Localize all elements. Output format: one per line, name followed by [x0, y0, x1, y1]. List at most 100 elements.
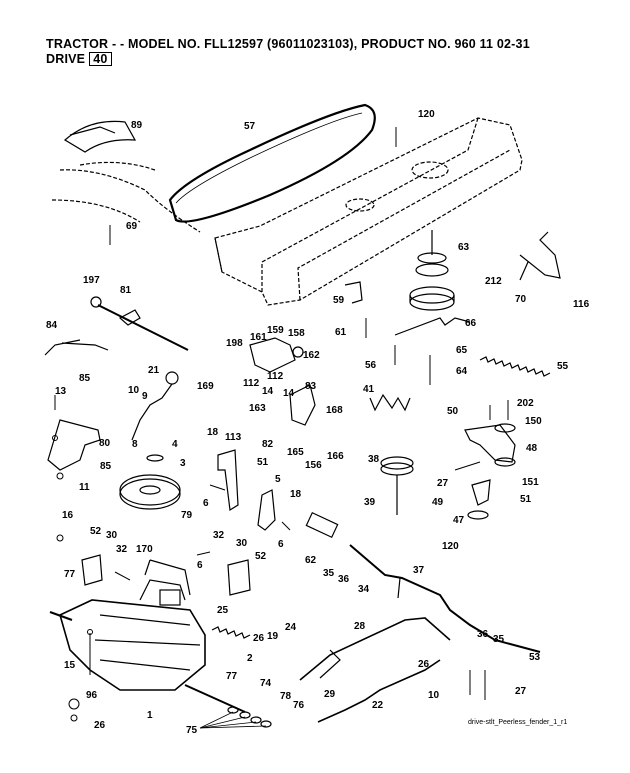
part-label: 52 — [255, 551, 267, 562]
bracket — [519, 231, 561, 281]
part-label: 3 — [180, 458, 186, 469]
bracket-5 — [257, 489, 276, 531]
part-label: 27 — [515, 686, 527, 697]
part-label: 162 — [303, 350, 320, 361]
part-label: 78 — [280, 691, 292, 702]
part-label: 96 — [86, 690, 98, 701]
part-label: 47 — [453, 515, 465, 526]
part-label: 50 — [447, 406, 459, 417]
part-label: 69 — [126, 221, 138, 232]
part-label: 55 — [557, 361, 569, 372]
part-label: 27 — [437, 478, 449, 489]
part-label: 85 — [100, 461, 112, 472]
part-label: 76 — [293, 700, 305, 711]
fender — [51, 120, 201, 233]
part-label: 30 — [106, 530, 118, 541]
part-label: 57 — [244, 121, 256, 132]
part-label: 112 — [267, 371, 284, 382]
part-label: 26 — [418, 659, 430, 670]
part-label: 151 — [522, 477, 539, 488]
transmission-pulley — [119, 454, 181, 510]
part-label: 25 — [217, 605, 229, 616]
part-label: 14 — [262, 386, 274, 397]
cross-shaft — [349, 544, 541, 653]
part-label: 34 — [358, 584, 370, 595]
part-label: 6 — [197, 560, 203, 571]
shift-arm — [131, 371, 179, 441]
part-label: 59 — [333, 295, 345, 306]
part-label: 36 — [477, 629, 489, 640]
part-label: 85 — [79, 373, 91, 384]
part-label: 170 — [136, 544, 153, 555]
part-label: 80 — [99, 438, 111, 449]
link-170 — [144, 559, 191, 596]
part-label: 29 — [324, 689, 336, 700]
part-label: 35 — [493, 634, 505, 645]
part-label: 5 — [275, 474, 281, 485]
part-label: 82 — [262, 439, 274, 450]
part-label: 64 — [456, 366, 468, 377]
part-label: 18 — [290, 489, 302, 500]
part-label: 116 — [573, 299, 590, 310]
bracket-80 — [47, 419, 101, 471]
transaxle — [49, 579, 246, 713]
bracket-30-right — [227, 559, 251, 596]
part-label: 36 — [338, 574, 350, 585]
part-label: 13 — [55, 386, 67, 397]
part-label: 10 — [128, 385, 140, 396]
part-label: 28 — [354, 621, 366, 632]
engine-pulley — [409, 230, 455, 311]
part-label: 63 — [458, 242, 470, 253]
bracket-113 — [217, 449, 239, 512]
idler-assembly — [249, 337, 316, 426]
page-number-box: 40 — [89, 52, 112, 66]
part-label: 75 — [186, 725, 198, 736]
spring-25 — [211, 626, 251, 639]
part-label: 19 — [267, 631, 279, 642]
part-label: 35 — [323, 568, 335, 579]
part-label: 1 — [147, 710, 153, 721]
part-label: 113 — [225, 432, 242, 443]
part-label: 150 — [525, 416, 542, 427]
part-label: 32 — [213, 530, 225, 541]
part-label: 168 — [326, 405, 343, 416]
part-label: 65 — [456, 345, 468, 356]
part-label: 163 — [249, 403, 266, 414]
part-label: 48 — [526, 443, 538, 454]
spring — [479, 356, 551, 377]
part-label: 6 — [203, 498, 209, 509]
part-label: 51 — [520, 494, 532, 505]
part-label: 62 — [305, 555, 317, 566]
bushing-62 — [305, 511, 339, 539]
part-label: 39 — [364, 497, 376, 508]
part-label: 83 — [305, 381, 317, 392]
part-label: 77 — [64, 569, 76, 580]
fasteners — [52, 127, 509, 722]
part-label: 159 — [267, 325, 284, 336]
part-label: 212 — [485, 276, 502, 287]
part-label: 52 — [90, 526, 102, 537]
rod-59 — [344, 281, 363, 304]
part-label: 156 — [305, 460, 322, 471]
part-label: 165 — [287, 447, 304, 458]
part-label: 49 — [432, 497, 444, 508]
part-label: 51 — [257, 457, 269, 468]
part-label: 22 — [372, 700, 384, 711]
tractor-frame — [214, 117, 523, 306]
part-label: 70 — [515, 294, 527, 305]
part-label: 21 — [148, 365, 160, 376]
part-label: 89 — [131, 120, 143, 131]
part-label: 84 — [46, 320, 58, 331]
lever-84 — [44, 339, 109, 356]
diagram-caption: drive-stlt_Peerless_fender_1_r1 — [468, 719, 568, 726]
part-label: 11 — [79, 482, 90, 493]
idler-bracket — [464, 423, 516, 520]
part-label: 26 — [253, 633, 265, 644]
part-label: 77 — [226, 671, 238, 682]
part-label: 14 — [283, 388, 295, 399]
drive-label: DRIVE — [46, 52, 86, 66]
part-label: 6 — [278, 539, 284, 550]
part-label: 161 — [250, 332, 267, 343]
washers — [227, 706, 272, 728]
